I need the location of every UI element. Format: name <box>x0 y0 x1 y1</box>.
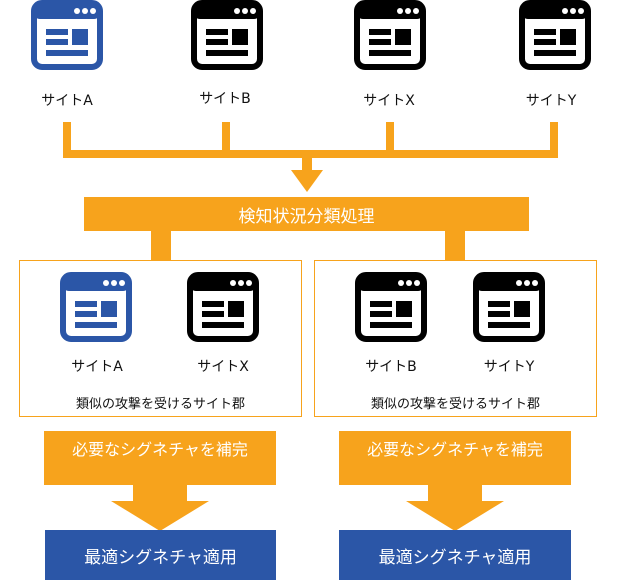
down-block-arrow-icon <box>339 431 571 531</box>
browser-window-icon <box>187 272 259 342</box>
site-label: サイトX <box>197 359 249 375</box>
site-label: サイトA <box>71 359 123 375</box>
site-label: サイトY <box>525 93 577 109</box>
browser-window-icon <box>354 0 426 70</box>
browser-window-icon <box>473 272 545 342</box>
site-label: サイトY <box>483 359 535 375</box>
group-caption: 類似の攻撃を受けるサイト郡 <box>75 397 245 412</box>
browser-window-icon <box>191 0 263 70</box>
down-block-arrow-icon <box>44 431 276 531</box>
need-signature-label: 必要なシグネチャを補完 <box>72 440 248 459</box>
site-label: サイトB <box>365 359 417 375</box>
connector-line <box>445 231 465 261</box>
group-caption: 類似の攻撃を受けるサイト郡 <box>370 397 540 412</box>
site-label: サイトX <box>363 93 415 109</box>
optimal-signature-box: 最適シグネチャ適用 <box>339 530 571 580</box>
down-arrow-icon <box>291 170 323 192</box>
optimal-signature-box: 最適シグネチャ適用 <box>45 530 276 580</box>
connector-line <box>151 231 171 261</box>
browser-window-icon <box>355 272 427 342</box>
connector-line <box>550 122 558 156</box>
browser-window-icon <box>31 0 103 70</box>
site-label: サイトA <box>41 93 93 109</box>
site-label: サイトB <box>199 91 251 107</box>
connector-line <box>63 150 558 158</box>
connector-line <box>222 122 230 156</box>
browser-window-icon <box>60 272 132 342</box>
connector-line <box>63 122 71 156</box>
browser-window-icon <box>519 0 591 70</box>
need-signature-label: 必要なシグネチャを補完 <box>367 440 543 459</box>
classification-process-bar: 検知状況分類処理 <box>84 197 529 231</box>
connector-line <box>302 156 312 172</box>
connector-line <box>386 122 394 156</box>
